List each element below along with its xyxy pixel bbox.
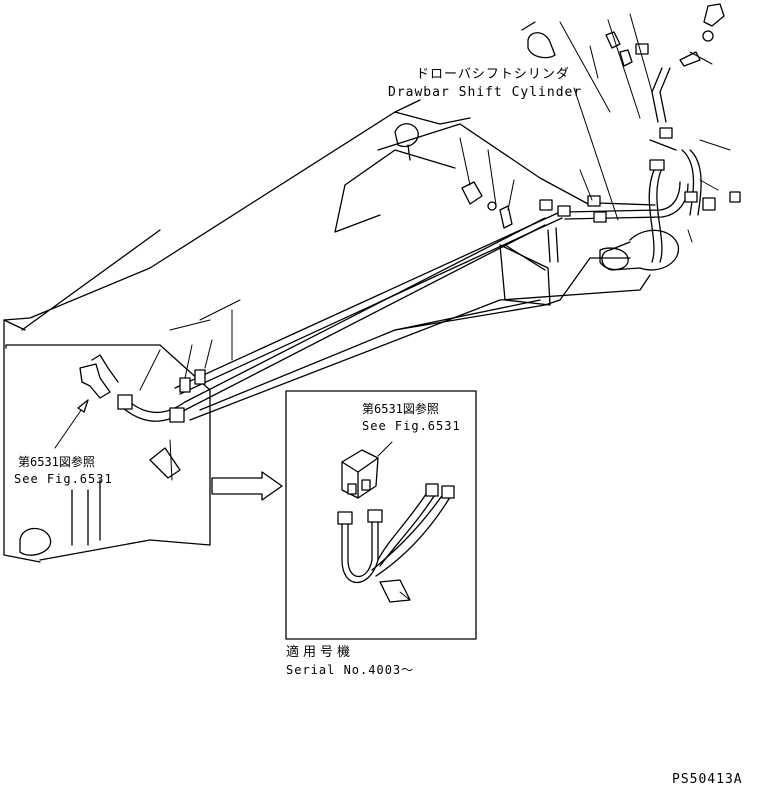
ref-inset-en: See Fig.6531 [362,419,461,433]
leader-lines [54,13,731,481]
cylinder-label-jp: ドローバシフトシリンダ [416,67,570,82]
ref-left-en: See Fig.6531 [14,472,113,486]
serial-label-en: Serial No.4003～ [286,663,414,677]
ref-left-jp: 第6531図参照 [18,454,95,469]
text-labels: ドローバシフトシリンダ Drawbar Shift Cylinder 第6531… [14,67,743,787]
hydraulic-pipes [79,3,741,479]
ref-inset-jp: 第6531図参照 [362,401,439,416]
detail-arrow [211,471,283,501]
serial-label-jp: 適用号機 [286,644,354,660]
cylinder-label-en: Drawbar Shift Cylinder [388,85,582,100]
drawbar-frame [3,99,651,563]
inset-detail-box [285,390,477,640]
drawing-code: PS50413A [672,772,743,787]
